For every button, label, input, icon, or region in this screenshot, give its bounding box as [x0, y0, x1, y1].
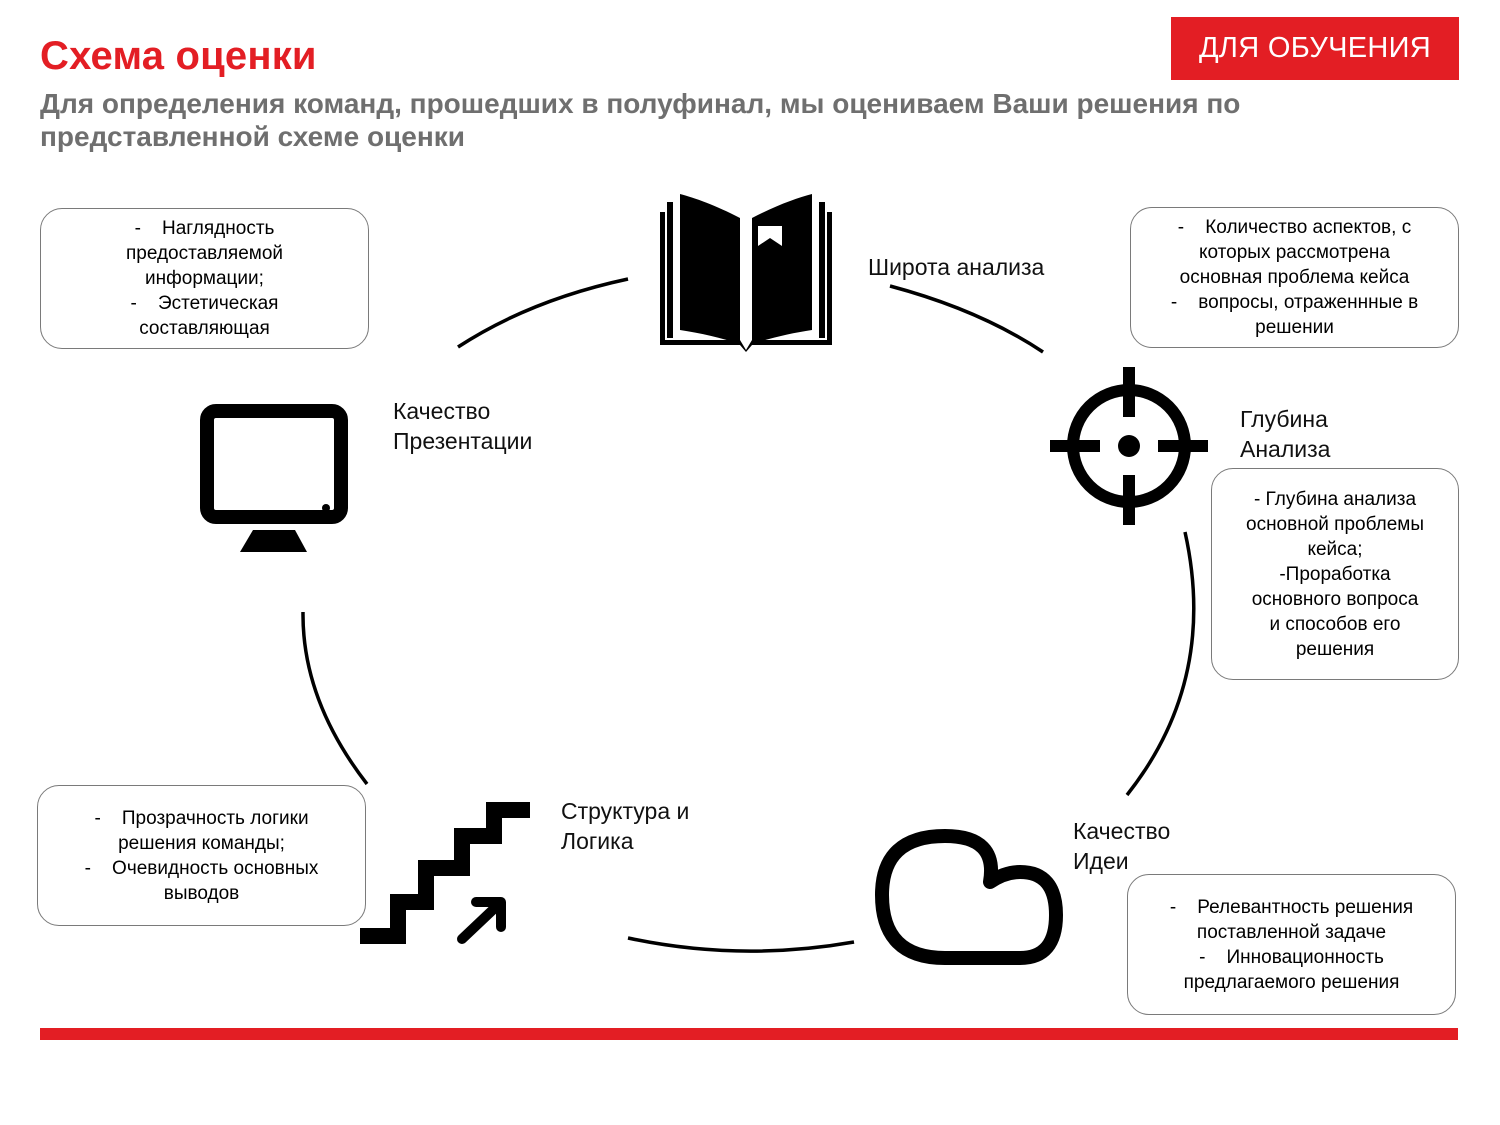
criteria-line: - вопросы, отраженнные в	[1170, 292, 1419, 313]
criteria-line: - Глубина анализа	[1253, 488, 1417, 510]
criteria-line: основная проблема кейса	[1179, 267, 1410, 288]
criteria-line: основного вопроса	[1251, 588, 1419, 610]
monitor-icon	[200, 404, 348, 552]
criteria-box-idea: - Релевантность решения поставленной зад…	[1127, 874, 1456, 1015]
criteria-line: - Наглядность	[134, 218, 275, 239]
page-subtitle: Для определения команд, прошедших в полу…	[40, 88, 1241, 152]
label-idea: Качество Идеи	[1073, 816, 1170, 876]
criteria-line: - Эстетическая	[130, 293, 279, 314]
criteria-box-depth: - Глубина анализа основной проблемы кейс…	[1211, 468, 1459, 680]
label-idea-line: Качество	[1073, 818, 1171, 844]
criteria-line: предлагаемого решения	[1183, 971, 1400, 993]
criteria-line: основной проблемы	[1246, 513, 1424, 535]
label-breadth: Широта анализа	[868, 252, 1044, 282]
criteria-line: - Прозрачность логики	[94, 807, 309, 829]
arc-presentation-to-breadth	[457, 277, 629, 349]
criteria-line: предоставляемой	[125, 243, 284, 264]
label-idea-line: Идеи	[1073, 848, 1129, 874]
criteria-line: и способов его	[1269, 613, 1401, 635]
training-badge: ДЛЯ ОБУЧЕНИЯ	[1171, 17, 1459, 80]
label-logic-line: Логика	[561, 828, 634, 854]
criteria-box-presentation: - Наглядность предоставляемой информации…	[40, 208, 369, 349]
arc-depth-to-idea	[1125, 531, 1196, 797]
label-breadth-line: Широта анализа	[868, 254, 1045, 280]
label-depth: Глубина Анализа	[1240, 404, 1330, 464]
criteria-line: информации;	[145, 268, 264, 289]
label-presentation-line: Качество	[393, 398, 491, 424]
arc-logic-to-presentation	[301, 611, 369, 786]
criteria-line: кейса;	[1307, 538, 1363, 560]
criteria-line: поставленной задаче	[1196, 921, 1387, 943]
criteria-line: которых рассмотрена	[1199, 242, 1390, 263]
label-logic-line: Структура и	[561, 798, 690, 824]
label-presentation-line: Презентации	[393, 428, 533, 454]
crosshair-icon	[1050, 367, 1208, 525]
criteria-line: - Очевидность основных	[84, 857, 319, 879]
criteria-line: решения команды;	[118, 832, 285, 854]
criteria-line: -Проработка	[1279, 563, 1391, 585]
cloud-icon	[875, 829, 1063, 965]
criteria-line: решения	[1295, 638, 1375, 660]
label-presentation: Качество Презентации	[393, 396, 532, 456]
open-book-icon	[660, 194, 832, 352]
criteria-line: составляющая	[139, 318, 270, 339]
label-logic: Структура и Логика	[561, 796, 689, 856]
arc-idea-to-logic	[627, 936, 855, 953]
criteria-line: - Релевантность решения	[1169, 896, 1414, 918]
page-title: Схема оценки	[40, 34, 317, 78]
criteria-box-breadth: - Количество аспектов, с которых рассмот…	[1130, 207, 1459, 348]
criteria-line: решении	[1255, 317, 1334, 338]
criteria-line: - Количество аспектов, с	[1177, 217, 1412, 238]
criteria-line: выводов	[163, 882, 240, 904]
label-depth-line: Анализа	[1240, 436, 1331, 462]
label-depth-line: Глубина	[1240, 406, 1328, 432]
criteria-box-logic: - Прозрачность логики решения команды; -…	[37, 785, 366, 926]
criteria-line: - Инновационность	[1199, 946, 1384, 968]
arc-breadth-to-depth	[889, 284, 1044, 354]
bottom-accent-bar	[40, 1028, 1458, 1040]
stairs-arrow-icon	[360, 802, 530, 944]
